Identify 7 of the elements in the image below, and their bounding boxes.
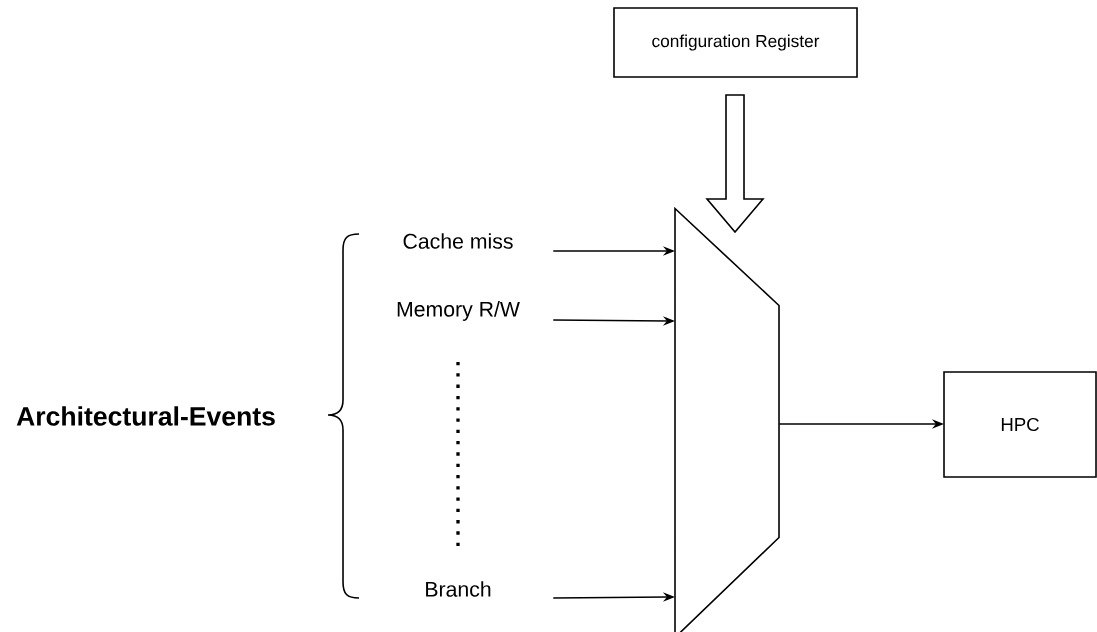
block-arrow — [705, 94, 765, 234]
block-box: HPC — [943, 371, 1097, 478]
group-label: Architectural-Events — [16, 406, 275, 426]
block-box: configuration Register — [613, 7, 858, 78]
event-label: Cache miss — [403, 233, 513, 249]
event-label: Memory R/W — [397, 301, 520, 321]
event-label: Branch — [426, 581, 491, 597]
